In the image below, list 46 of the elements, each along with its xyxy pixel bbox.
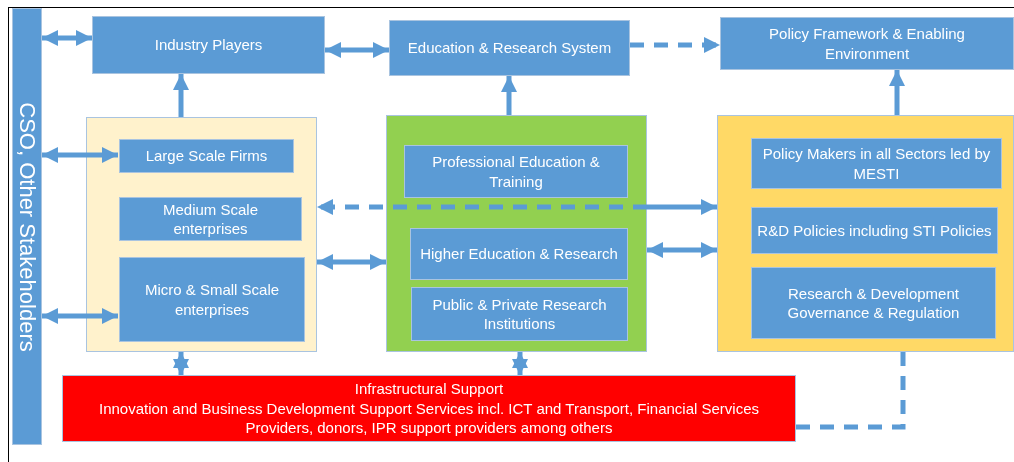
arrow [173,352,189,375]
arrow [512,352,528,375]
node-label: Policy Makers in all Sectors led by MESTI [761,144,992,183]
node-label: Micro & Small Scale enterprises [143,280,281,319]
stakeholder-bar [12,8,42,445]
process-box [119,139,294,173]
process-box [411,287,628,341]
group-panel [717,115,1014,352]
process-box [751,207,998,254]
arrow [647,199,717,215]
process-box [720,17,1014,70]
banner-heading: Infrastructural Support [353,379,505,399]
node-label: Research & Development Governance & Regulation [786,283,961,323]
dashed-arrow [630,37,720,53]
process-box [119,257,305,342]
node-label: Large Scale Firms [144,146,269,166]
process-box [751,138,1002,189]
node-label: R&D Policies including STI Policies [756,220,993,241]
process-box [410,228,628,280]
arrow [42,308,118,324]
arrow [42,147,118,163]
node-label: Industry Players [153,35,264,55]
process-box [404,145,628,198]
process-box [751,267,996,339]
process-box [92,16,325,74]
arrow [317,254,386,270]
dashed-arrow [317,199,647,215]
arrow [889,70,905,115]
vertical-label: CSO, Other Stakeholders [14,100,42,354]
node-label: Public & Private Research Institutions [431,294,608,334]
banner-text: Innovation and Business Development Support Services incl. ICT and Transport, Financial Services Providers, donors, IPR support providers among others [97,398,761,438]
arrow [42,30,92,46]
node-label: Professional Education & Training [431,152,601,191]
node-label: Higher Education & Research [419,244,619,264]
process-box [389,20,630,76]
node-label: Education & Research System [406,38,613,58]
group-panel [386,115,647,352]
arrow [173,74,189,117]
group-panel [86,117,317,352]
node-label: Medium Scale enterprises [161,199,259,239]
arrow [647,242,717,258]
arrow [325,42,389,58]
arrow [501,76,517,115]
support-banner [62,375,796,442]
node-label: Policy Framework & Enabling Environment [768,24,966,63]
process-box [119,197,302,241]
